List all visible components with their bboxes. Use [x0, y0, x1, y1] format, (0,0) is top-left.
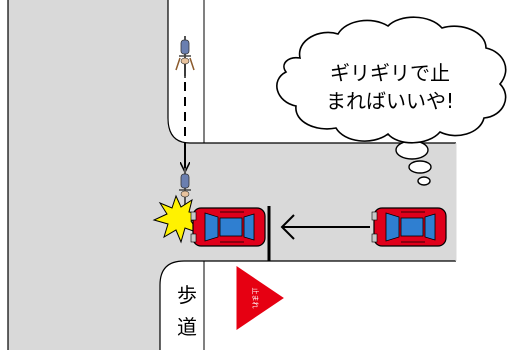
bicycle-top-icon — [175, 36, 195, 78]
left-edge — [0, 0, 8, 350]
lower-sidewalk — [160, 261, 528, 350]
stop-sign-text: 止まれ — [251, 288, 260, 309]
sidewalk-char-2: 道 — [177, 315, 197, 339]
bubble-text-line2: まればいいや! — [326, 89, 454, 113]
crash-burst-icon — [152, 194, 205, 244]
thought-tail-large — [395, 140, 429, 160]
thought-tail-medium — [408, 160, 432, 174]
stop-sign: 止まれ — [236, 266, 284, 330]
upper-curb — [167, 0, 456, 144]
thought-bubble — [276, 16, 507, 144]
car-approaching-icon — [371, 207, 447, 247]
side-road-end — [456, 143, 528, 261]
bubble-text-line1: ギリギリで止 — [330, 61, 450, 85]
bicycle-crash-icon — [179, 168, 191, 206]
thought-tail-small — [417, 176, 431, 186]
lower-curb — [159, 260, 456, 350]
stop-sign-icon — [236, 266, 284, 330]
sidewalk-char-1: 歩 — [177, 283, 197, 307]
car-path-arrowhead — [280, 214, 295, 240]
car-crashed-icon — [190, 207, 266, 247]
